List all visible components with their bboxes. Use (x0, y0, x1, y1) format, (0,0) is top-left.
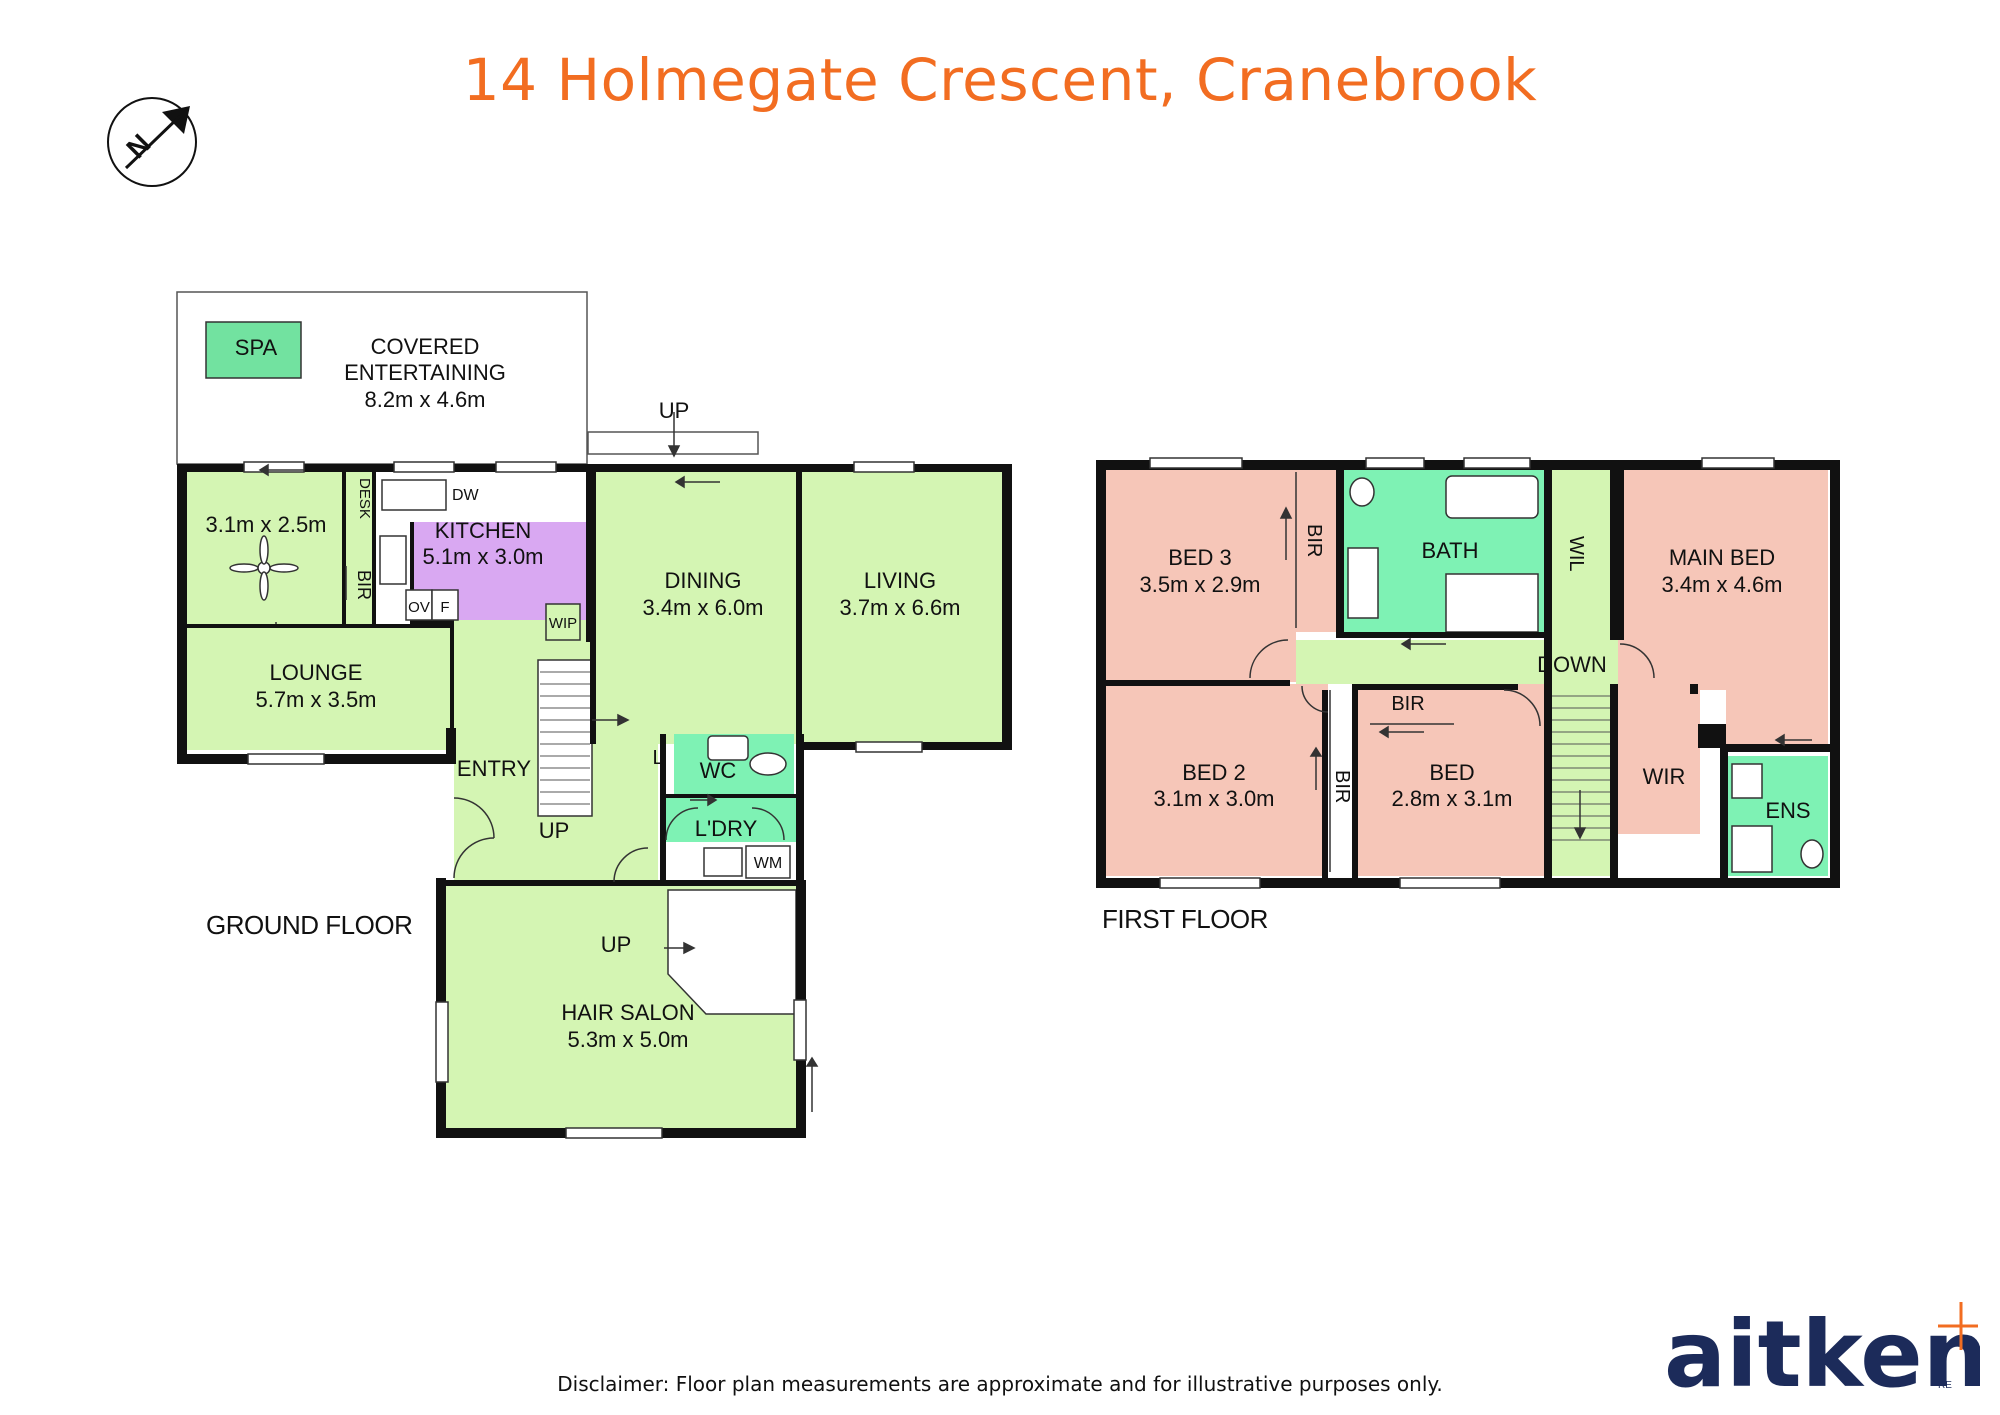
wip-label: WIP (549, 615, 577, 632)
room-wir (1618, 690, 1700, 834)
room-hall (590, 700, 658, 882)
toilet-icon (749, 752, 787, 776)
room-dining (590, 472, 796, 744)
salon-up-label: UP (601, 932, 632, 957)
doors-first (1249, 639, 1655, 727)
ens-label: ENS (1765, 798, 1810, 823)
bed3-bir-divider (1295, 472, 1454, 872)
bir-label-bed: BIR (1391, 693, 1424, 715)
stair-ground (537, 659, 593, 817)
dining-dim: 3.4m x 6.0m (642, 595, 763, 620)
room-bir-bed3 (1296, 468, 1342, 632)
salon-label: HAIR SALON (561, 1000, 694, 1025)
room-wil (1552, 468, 1610, 640)
room-bed2 (1104, 684, 1328, 876)
aitken-logo: aitken RE (1664, 1301, 1980, 1390)
wm-label: WM (754, 855, 782, 872)
l-label: L (652, 747, 663, 769)
bath-shower (1445, 573, 1539, 633)
kitchen-dim: 5.1m x 3.0m (422, 544, 543, 569)
up-ext-label: UP (659, 398, 690, 423)
f-label: F (440, 599, 449, 616)
bed3-label: BED 3 (1168, 545, 1232, 570)
brand-name: aitken (1664, 1301, 1980, 1390)
covered-dim: 8.2m x 4.6m (364, 387, 485, 412)
doors-ground (275, 622, 785, 883)
bath-label: BATH (1421, 538, 1478, 563)
windows-ground (243, 461, 923, 1139)
bir-label-bed3: BIR (1303, 524, 1325, 557)
ov-label: OV (408, 599, 430, 616)
ceiling-fan-icon (229, 535, 299, 601)
disclaimer-text: Disclaimer: Floor plan measurements are … (557, 1372, 1443, 1396)
page-title: 14 Holmegate Crescent, Cranebrook (462, 46, 1538, 114)
dining-label: DINING (665, 568, 742, 593)
kitchen-label: KITCHEN (435, 518, 532, 543)
room-bed3 (1104, 468, 1296, 682)
living-label: LIVING (864, 568, 936, 593)
ground-floor-plan: SPA COVERED ENTERTAINING 8.2m x 4.6m UP … (176, 291, 1012, 1139)
ens-shower (1731, 825, 1773, 873)
down-label: DOWN (1537, 652, 1607, 677)
ens-toilet (1800, 839, 1824, 869)
bath-tub (1445, 475, 1539, 519)
first-floor-label: FIRST FLOOR (1102, 904, 1268, 934)
basin-icon (707, 735, 749, 761)
oven-box (405, 589, 433, 621)
kitchen-fixtures (379, 479, 459, 621)
stair-treads-first (1552, 695, 1610, 841)
first-floor-plan: BED 3 3.5m x 2.9m BIR BATH WIL MAIN BED … (1096, 457, 1840, 889)
room-hallway (1296, 640, 1618, 684)
covered-label-a: COVERED (371, 334, 480, 359)
main-bed-label: MAIN BED (1669, 545, 1775, 570)
up-label-ground: UP (539, 818, 570, 843)
sink-icon (381, 479, 447, 511)
bir-label-bed2: BIR (1331, 770, 1353, 803)
laundry-sink-icon (703, 847, 743, 877)
lounge-label: LOUNGE (270, 660, 363, 685)
north-arrow-icon: N (107, 97, 197, 187)
spa-area (205, 321, 302, 379)
salon-dim: 5.3m x 5.0m (567, 1027, 688, 1052)
bath-toilet (1349, 477, 1375, 507)
stair-treads-ground (540, 671, 590, 805)
washing-machine-box (745, 845, 791, 879)
room-lounge (186, 624, 454, 750)
bed3-dim: 3.5m x 2.9m (1139, 572, 1260, 597)
wc-fixtures (703, 735, 791, 879)
bed2-dim: 3.1m x 3.0m (1153, 786, 1274, 811)
bed2-label: BED 2 (1182, 760, 1246, 785)
desk-bir-zone (346, 472, 372, 624)
room1-dim: 3.1m x 2.5m (205, 512, 326, 537)
direction-arrows-first (1279, 506, 1812, 840)
laundry-label: L'DRY (695, 816, 758, 841)
spa-label: SPA (235, 335, 278, 360)
ens-basin (1731, 763, 1763, 799)
fridge-box (431, 589, 459, 621)
room-bed (1358, 684, 1544, 876)
main-bed-dim: 3.4m x 4.6m (1661, 572, 1782, 597)
wip-cupboard (545, 603, 581, 641)
wc-label: WC (700, 758, 737, 783)
bir-label-ground: BIR (354, 570, 374, 600)
desk-label: DESK (356, 478, 373, 519)
room-laundry (660, 798, 802, 842)
room-living (796, 472, 1002, 744)
bed-dim: 2.8m x 3.1m (1391, 786, 1512, 811)
covered-label-b: ENTERTAINING (344, 360, 506, 385)
entry-label: ENTRY (457, 756, 531, 781)
lounge-dim: 5.7m x 3.5m (255, 687, 376, 712)
salon-stair-void (667, 889, 797, 1015)
wil-label: WIL (1565, 536, 1587, 572)
brand-suffix: RE (1938, 1380, 1952, 1390)
bath-vanity (1347, 547, 1379, 619)
dw-label: DW (452, 487, 480, 504)
direction-arrows-ground (258, 412, 819, 1112)
ground-floor-label: GROUND FLOOR (206, 910, 413, 940)
living-dim: 3.7m x 6.6m (839, 595, 960, 620)
bed-label: BED (1429, 760, 1474, 785)
wir-label: WIR (1643, 764, 1686, 789)
windows-first (1149, 457, 1775, 889)
